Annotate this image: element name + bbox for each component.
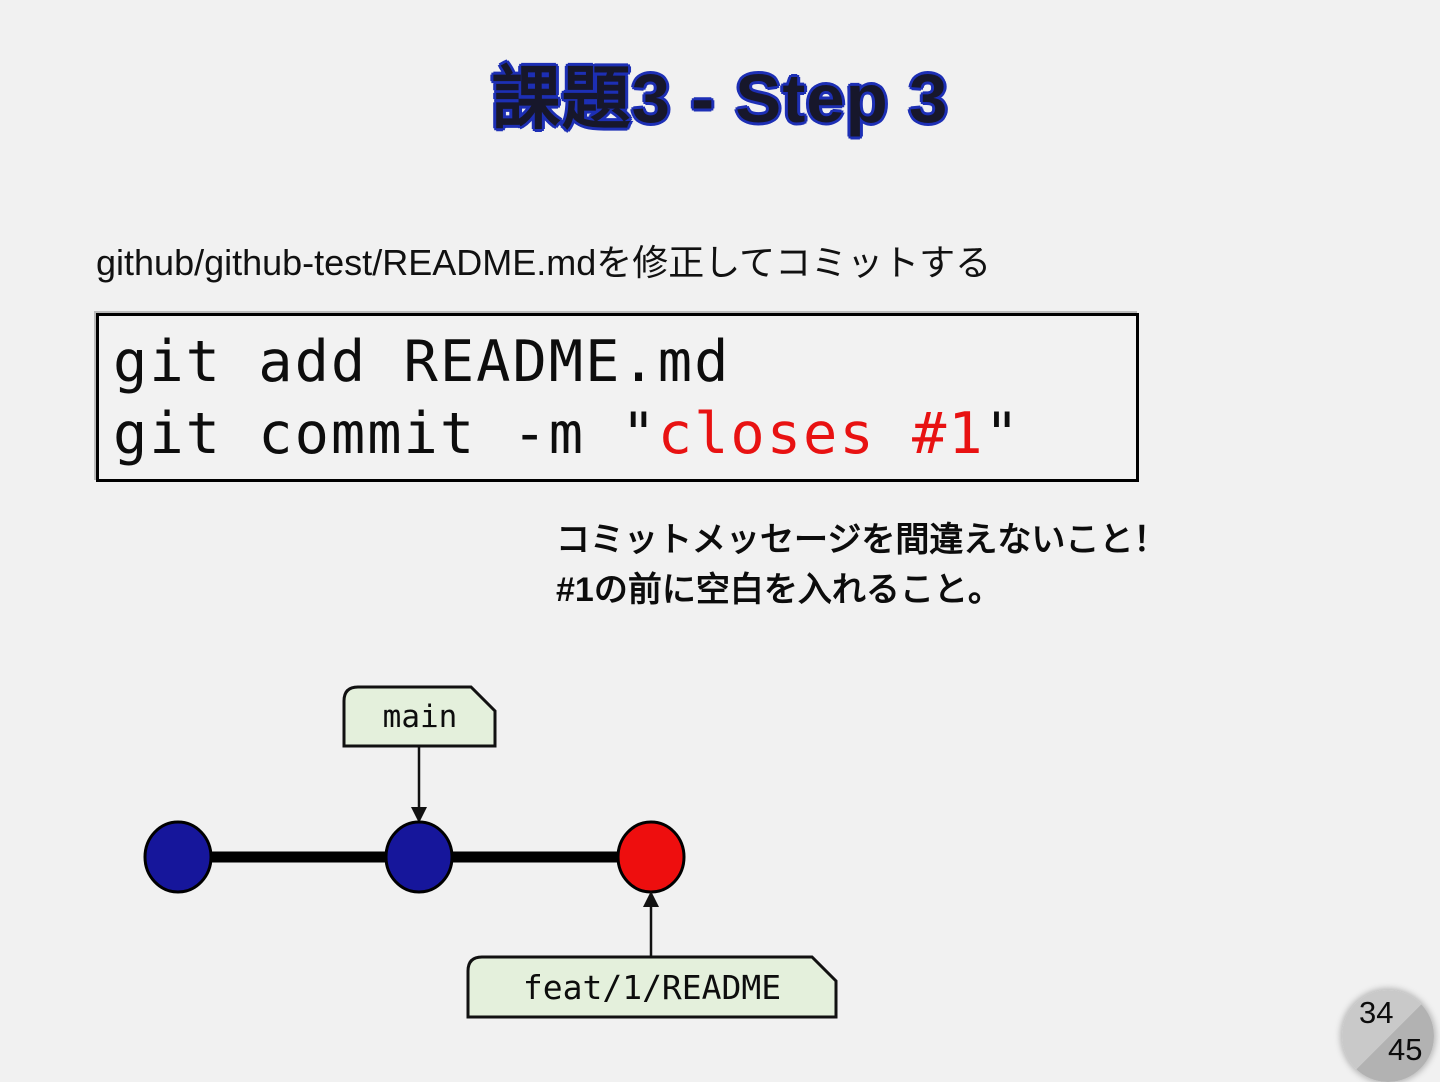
subtitle-action: を修正してコミットする xyxy=(596,242,992,283)
note: コミットメッセージを間違えないこと！ #1の前に空白を入れること。 xyxy=(556,515,1167,615)
commit-node-3-new xyxy=(616,820,686,894)
git-graph-diagram: main feat/1/README xyxy=(143,685,838,1019)
code-add-command: git add README.md xyxy=(113,329,731,395)
page-current-number: 34 xyxy=(1359,995,1394,1030)
code-commit-prefix: git commit -m " xyxy=(113,401,658,467)
commit-node-1 xyxy=(143,820,213,894)
page-total-number: 45 xyxy=(1388,1032,1423,1067)
branch-label-feature-text: feat/1/README xyxy=(523,968,781,1007)
arrow-up-icon xyxy=(643,891,659,957)
subtitle-path: github/github-test/README.md xyxy=(96,242,597,283)
branch-label-main-shape xyxy=(342,685,497,748)
code-commit-suffix: " xyxy=(984,401,1021,467)
note-line-2: #1の前に空白を入れること。 xyxy=(556,571,1002,609)
code-line-2: git commit -m "closes #1" xyxy=(99,398,1136,470)
page-indicator: 34 45 xyxy=(1342,990,1434,1082)
branch-label-main-text: main xyxy=(383,699,458,735)
code-line-1: git add README.md xyxy=(99,326,1136,398)
branch-label-feature-shape xyxy=(466,955,838,1019)
subtitle: github/github-test/README.mdを修正してコミットする xyxy=(96,234,991,286)
branch-label-feature: feat/1/README xyxy=(466,955,838,1019)
commit-node-2 xyxy=(384,820,454,894)
code-box: git add README.md git commit -m "closes … xyxy=(96,313,1139,482)
note-line-1: コミットメッセージを間違えないこと！ xyxy=(556,521,1168,559)
code-commit-message: closes #1 xyxy=(657,401,985,467)
arrow-down-icon xyxy=(411,746,427,823)
branch-label-main: main xyxy=(342,685,497,748)
page-title: 課題3 - Step 3 xyxy=(491,60,949,137)
